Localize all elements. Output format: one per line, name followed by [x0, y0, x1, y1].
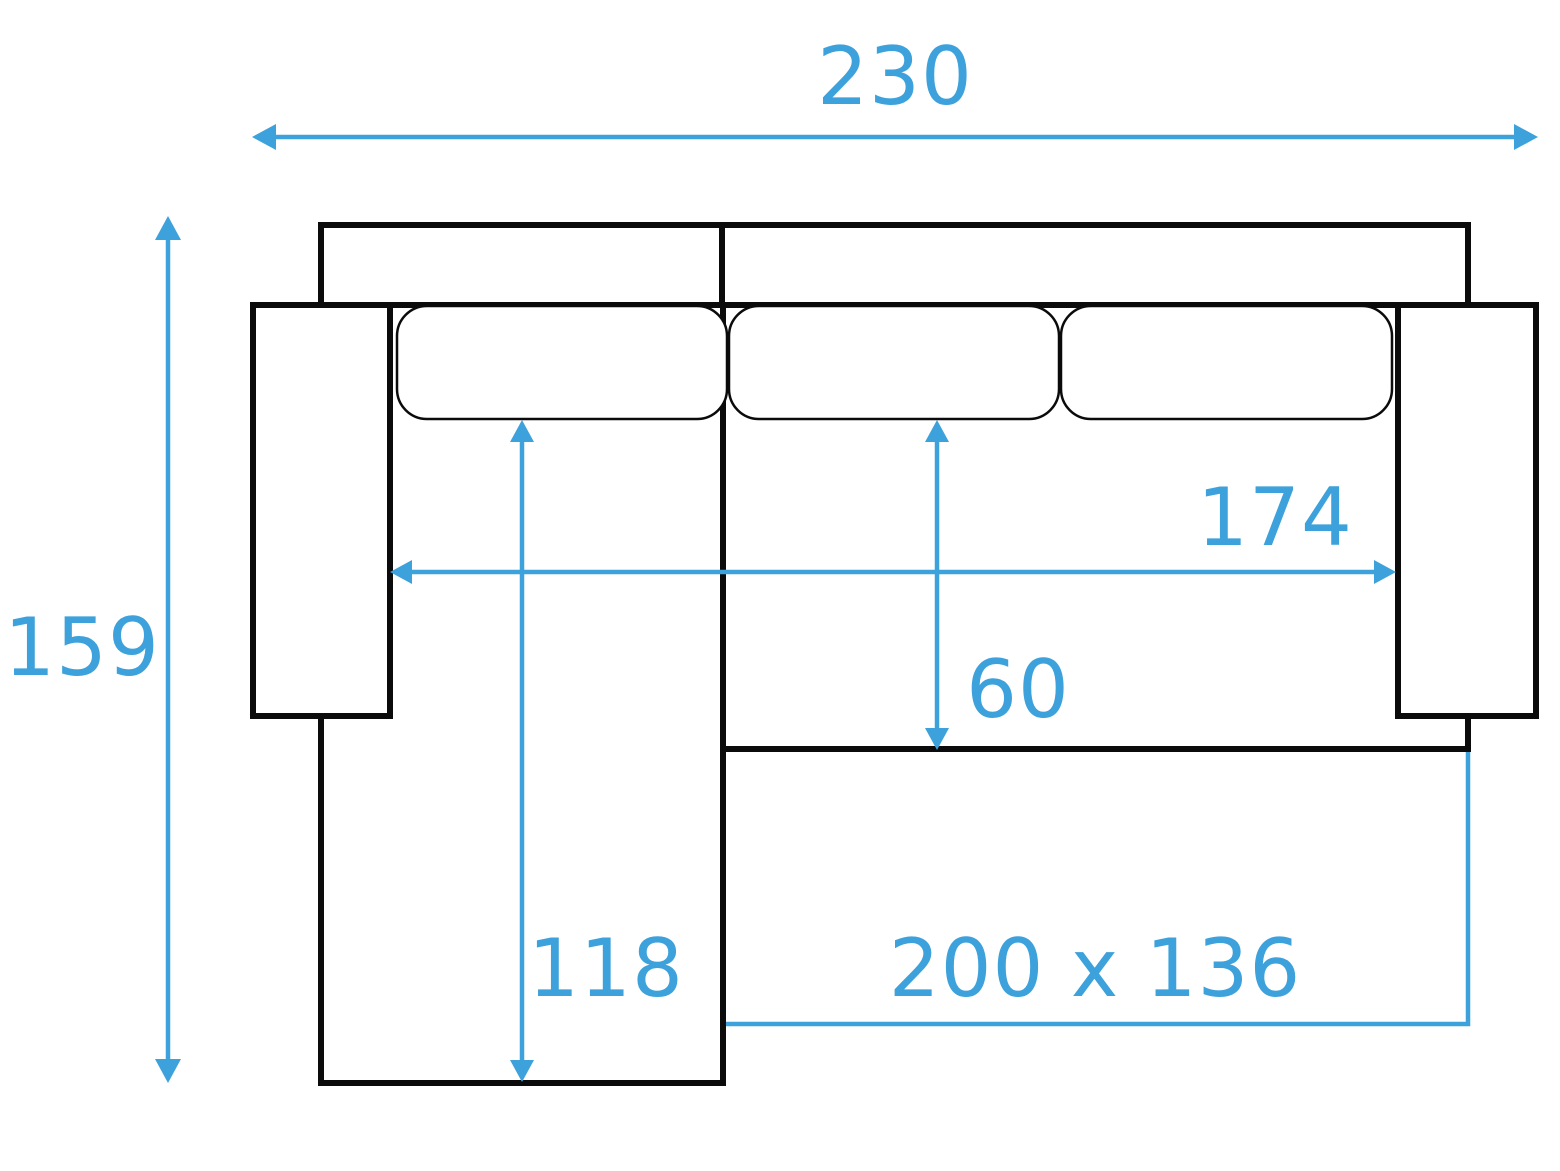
back-cushion-2 [727, 304, 1061, 421]
dimension-overall-width [252, 124, 1538, 150]
armrest-right [1395, 302, 1539, 719]
label-chaise-depth: 118 [528, 922, 684, 1015]
label-overall-width: 230 [817, 30, 973, 123]
dimension-lines [155, 124, 1538, 1083]
arrow-down-icon [155, 1059, 181, 1083]
armrest-left [250, 302, 393, 719]
label-inner-width: 174 [1197, 471, 1353, 564]
dimension-overall-depth [155, 216, 181, 1083]
arrow-left-icon [252, 124, 276, 150]
arrow-up-icon [925, 420, 949, 442]
arrow-down-icon [510, 1060, 534, 1082]
arrow-right-icon [1374, 560, 1396, 584]
backrest-right [719, 222, 1471, 308]
dimension-chaise-depth [510, 420, 534, 1082]
arrow-left-icon [390, 560, 412, 584]
back-cushion-3 [1059, 304, 1394, 421]
dimension-labels: 230 159 174 60 118 200 x 136 [4, 30, 1353, 1015]
dimension-bed-bracket [726, 752, 1471, 1027]
arrow-right-icon [1514, 124, 1538, 150]
arrow-down-icon [925, 728, 949, 750]
label-overall-depth: 159 [4, 601, 160, 694]
dimension-seat-depth [925, 420, 949, 750]
label-seat-depth: 60 [966, 643, 1070, 736]
label-bed-size: 200 x 136 [889, 922, 1302, 1015]
back-cushion-1 [395, 304, 729, 421]
dimension-inner-width [390, 560, 1396, 584]
arrow-up-icon [510, 420, 534, 442]
backrest-left [318, 222, 725, 308]
arrow-up-icon [155, 216, 181, 240]
